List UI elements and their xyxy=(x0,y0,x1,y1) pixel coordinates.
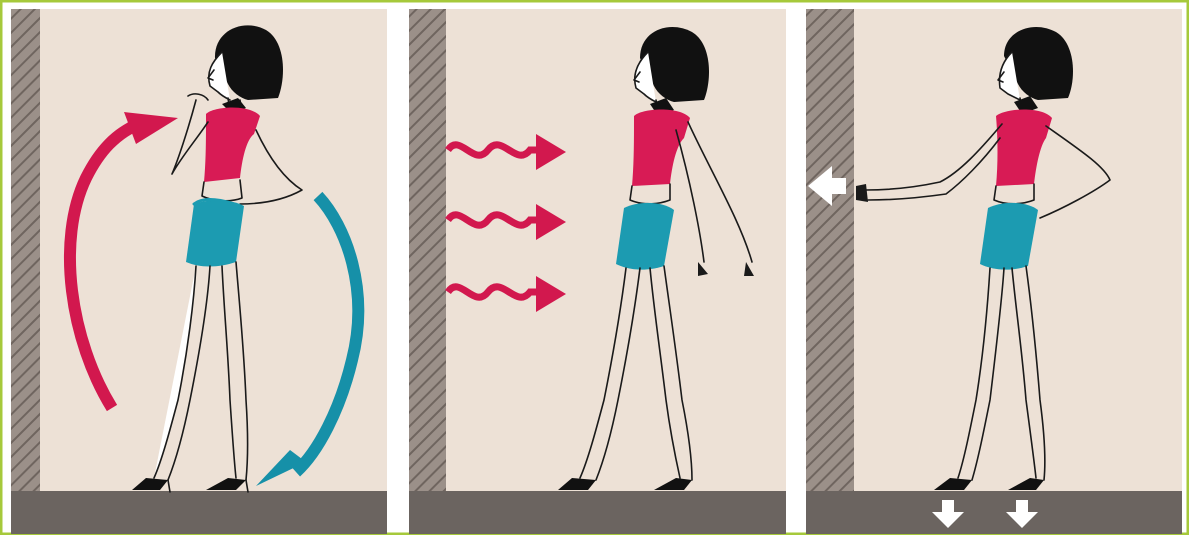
panel-2-floor xyxy=(409,491,786,534)
panel-1-wall xyxy=(11,9,40,494)
panel-1-floor xyxy=(11,491,387,534)
panel-1 xyxy=(11,9,387,534)
panel-2-wall xyxy=(409,9,446,494)
panel-2 xyxy=(409,9,786,534)
panel-3-wall xyxy=(806,9,854,494)
panel-3 xyxy=(806,9,1182,534)
panel-3-floor xyxy=(806,491,1182,534)
panel-3-background xyxy=(806,9,1182,534)
panel-2-background xyxy=(409,9,786,534)
